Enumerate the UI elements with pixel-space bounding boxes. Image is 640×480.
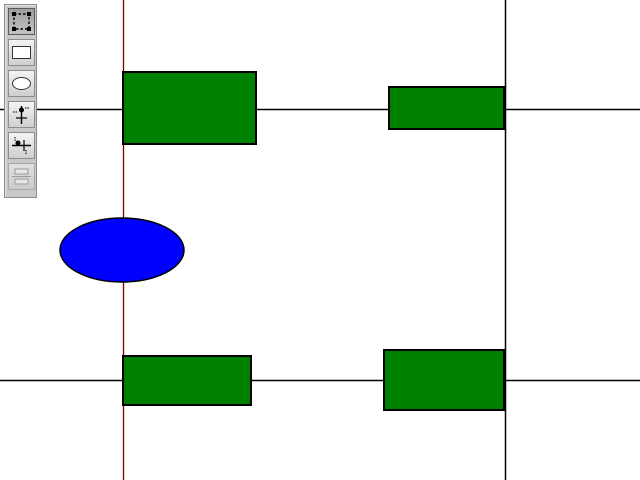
horizontal-connector-tool-button[interactable]: [8, 132, 35, 159]
ellipse-tool-button[interactable]: [8, 70, 35, 97]
green-box-top-right[interactable]: [388, 86, 505, 130]
green-box-bottom-left[interactable]: [122, 355, 252, 406]
link-disabled-icon: [12, 168, 31, 185]
select-marquee-icon: [12, 12, 31, 31]
ellipse-tool-icon: [12, 77, 31, 90]
vertical-connector-tool-button[interactable]: [8, 101, 35, 128]
vertical-connector-icon: [13, 106, 30, 124]
link-tool-button[interactable]: [8, 163, 35, 190]
select-tool-button[interactable]: [8, 8, 35, 35]
tool-palette: [4, 4, 37, 198]
blue-ellipse[interactable]: [59, 217, 185, 283]
horizontal-connector-icon: [12, 137, 31, 155]
rectangle-tool-icon: [12, 46, 31, 59]
rectangle-tool-button[interactable]: [8, 39, 35, 66]
green-box-top-left[interactable]: [122, 71, 257, 145]
green-box-bottom-right[interactable]: [383, 349, 505, 411]
